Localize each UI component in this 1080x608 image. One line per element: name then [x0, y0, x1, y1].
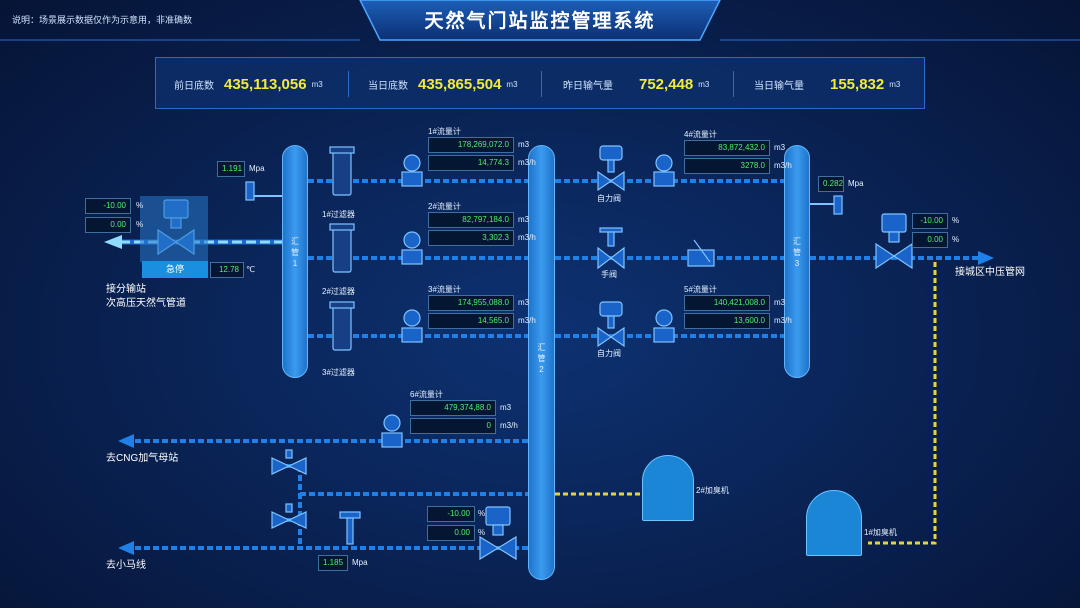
- stat-current-day-reading: 当日底数 435,865,504 m3: [368, 75, 518, 93]
- inlet-arrow-icon: [104, 235, 122, 249]
- outlet-arrow-icon: [978, 251, 994, 265]
- title-banner: [359, 0, 721, 41]
- manual-valve-icon: [597, 227, 625, 270]
- inlet-valve-pct-2: 0.00: [85, 217, 131, 233]
- header-3-label: 汇 管 3: [793, 237, 801, 268]
- self-valve-2-icon: [597, 301, 625, 348]
- flowmeter-5-rate: 13,600.0: [684, 313, 770, 329]
- inlet-temperature-value: 12.78: [210, 262, 244, 278]
- stats-panel: 前日底数 435,113,056 m3 当日底数 435,865,504 m3 …: [155, 57, 925, 109]
- flowmeter-5-total: 140,421,008.0: [684, 295, 770, 311]
- cng-station-label: 去CNG加气母站: [106, 453, 179, 464]
- flowmeter-2-rate: 3,302.3: [428, 230, 514, 246]
- branch-pressure-value: 1.185: [318, 555, 348, 571]
- flowmeter-6-label: 6#流量计: [410, 390, 443, 399]
- xiaoma-line-label: 去小马线: [106, 560, 146, 571]
- cng-arrow-icon: [118, 434, 134, 448]
- filter-3-icon: [332, 305, 352, 351]
- flowmeter-1-total: 178,269,072.0: [428, 137, 514, 153]
- inlet-pressure-sensor-icon: [245, 181, 282, 201]
- pressure-gauge-icon: [339, 511, 361, 545]
- outlet-pressure-sensor-icon: [810, 195, 843, 215]
- xiaoma-arrow-icon: [118, 541, 134, 555]
- branch-valve-2-icon: [271, 503, 307, 529]
- flowmeter-1-label: 1#流量计: [428, 127, 461, 136]
- self-valve-1-label: 自力阀: [597, 194, 621, 203]
- destination-label: 接城区中压管网: [955, 267, 1025, 278]
- odorizer-1-icon: [806, 490, 862, 556]
- inlet-valve-panel[interactable]: [140, 196, 208, 262]
- outlet-valve-pct-2: 0.00: [912, 232, 948, 248]
- filter-1-icon: [332, 150, 352, 196]
- flowmeter-2-label: 2#流量计: [428, 202, 461, 211]
- outlet-valve-pct-1: -10.00: [912, 213, 948, 229]
- page-title: 天然气门站监控管理系统: [424, 11, 656, 32]
- flowmeter-4-total: 83,872,432.0: [684, 140, 770, 156]
- strainer-icon: [687, 239, 715, 267]
- branch-valve-pct-1: -10.00: [427, 506, 475, 522]
- flowmeter-3-icon: [401, 309, 423, 343]
- inlet-pressure-value: 1.191: [217, 161, 245, 177]
- header-1-label: 汇 管 1: [291, 237, 299, 268]
- filter-2-label: 2#过滤器: [322, 287, 355, 296]
- header-2-label: 汇 管 2: [537, 343, 546, 374]
- odor-line-1: [868, 262, 937, 545]
- flowmeter-1-rate: 14,774.3: [428, 155, 514, 171]
- flowmeter-6-rate: 0: [410, 418, 496, 434]
- flowmeter-3-label: 3#流量计: [428, 285, 461, 294]
- flowmeter-6-icon: [381, 414, 403, 448]
- flowmeter-6-total: 479,374,88.0: [410, 400, 496, 416]
- emergency-stop-button[interactable]: 急停: [142, 261, 208, 278]
- header-2: [528, 145, 555, 580]
- outlet-pressure-value: 0.282: [818, 176, 844, 192]
- flowmeter-1-icon: [401, 154, 423, 187]
- flowmeter-3-total: 174,955,088.0: [428, 295, 514, 311]
- flowmeter-4-label: 4#流量计: [684, 130, 717, 139]
- flowmeter-4-icon: [653, 154, 675, 187]
- flowmeter-3-rate: 14,565.0: [428, 313, 514, 329]
- outlet-valve-icon: [875, 213, 913, 270]
- filter-1-label: 1#过滤器: [322, 210, 355, 219]
- disclaimer-note: 说明：场景展示数据仅作为示意用，非准确数: [12, 15, 193, 25]
- odorizer-1-label: 1#加臭机: [864, 528, 897, 537]
- odorizer-2-icon: [642, 455, 694, 521]
- filter-2-icon: [332, 227, 352, 273]
- odorizer-2-label: 2#加臭机: [696, 486, 729, 495]
- source-label-1: 接分输站: [106, 284, 146, 295]
- stat-yesterday-volume: 昨日输气量 752,448 m3: [563, 75, 710, 93]
- stat-today-volume: 当日输气量 155,832 m3: [754, 75, 901, 93]
- source-label-2: 次高压天然气管道: [106, 298, 186, 309]
- branch-valve-pct-2: 0.00: [427, 525, 475, 541]
- flowmeter-4-rate: 3278.0: [684, 158, 770, 174]
- flowmeter-5-icon: [653, 309, 675, 343]
- stat-previous-day-reading: 前日底数 435,113,056 m3: [174, 75, 323, 93]
- inlet-valve-pct-1: -10.00: [85, 198, 131, 214]
- header-1: [282, 145, 308, 378]
- self-valve-2-label: 自力阀: [597, 349, 621, 358]
- flowmeter-5-label: 5#流量计: [684, 285, 717, 294]
- flowmeter-2-icon: [401, 231, 423, 265]
- header-3: [784, 145, 810, 378]
- branch-valve-1-icon: [271, 449, 307, 475]
- xiaoma-valve-icon: [479, 506, 517, 561]
- self-valve-1-icon: [597, 145, 625, 192]
- flowmeter-2-total: 82,797,184.0: [428, 212, 514, 228]
- manual-valve-label: 手阀: [601, 270, 617, 279]
- filter-3-label: 3#过滤器: [322, 368, 355, 377]
